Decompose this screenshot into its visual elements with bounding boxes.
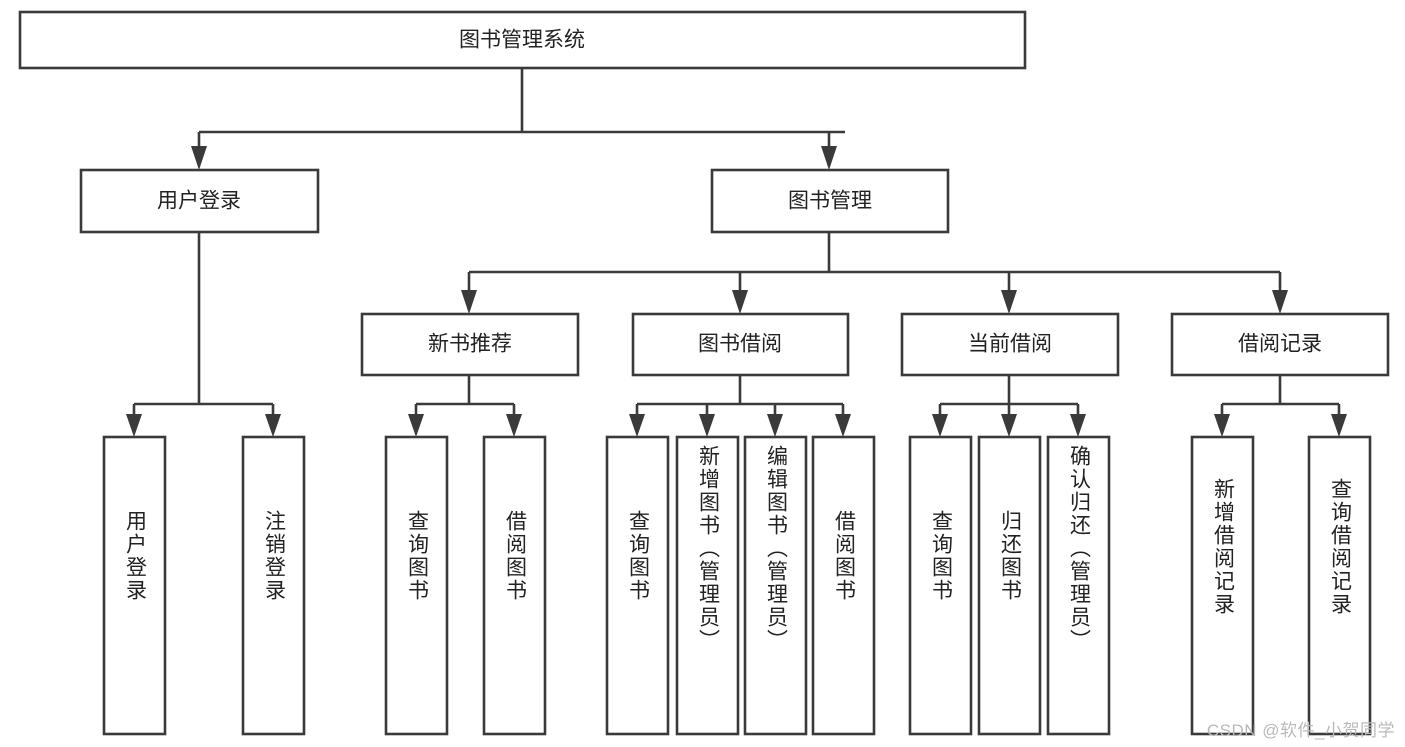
connector-currentborrow-to-leaves	[932, 375, 1086, 437]
connector-borrowrecord-to-leaves	[1214, 375, 1347, 437]
node-book-borrow-label: 图书借阅	[698, 333, 782, 356]
node-leaf-borrow-book-2[interactable]	[811, 435, 876, 736]
node-user-login[interactable]: 用户登录	[79, 168, 320, 234]
node-leaf-query-record[interactable]	[1307, 435, 1372, 736]
node-root-label: 图书管理系统	[459, 29, 585, 52]
node-leaf-add-book[interactable]	[675, 435, 740, 736]
connector-newbook-to-leaves	[408, 375, 522, 437]
csdn-watermark: CSDN @软件_小贺同学	[1206, 721, 1395, 740]
node-leaf-edit-book[interactable]	[743, 435, 808, 736]
node-leaf-query-book-2[interactable]	[605, 435, 670, 736]
connector-userlogin-to-leaves	[126, 232, 281, 437]
node-user-login-label: 用户登录	[157, 190, 241, 213]
node-leaf-add-record[interactable]	[1190, 435, 1255, 736]
node-book-management[interactable]: 图书管理	[710, 168, 950, 234]
node-leaf-query-book-1[interactable]	[384, 435, 449, 736]
node-root[interactable]: 图书管理系统	[18, 10, 1027, 70]
connector-bookborrow-to-leaves	[629, 375, 851, 437]
node-book-management-label: 图书管理	[788, 190, 872, 213]
node-current-borrow[interactable]: 当前借阅	[900, 312, 1120, 377]
node-book-borrow[interactable]: 图书借阅	[631, 312, 850, 377]
node-borrow-record-label: 借阅记录	[1238, 333, 1322, 356]
node-leaf-query-book-3[interactable]	[908, 435, 973, 736]
node-new-book-recommend-label: 新书推荐	[428, 333, 512, 356]
connector-bookmgmt-to-level3	[461, 232, 1288, 314]
node-current-borrow-label: 当前借阅	[968, 333, 1052, 356]
node-leaf-confirm-return[interactable]	[1046, 435, 1111, 736]
connector-root-to-level2	[191, 68, 845, 170]
node-leaf-borrow-book-1[interactable]	[482, 435, 547, 736]
node-borrow-record[interactable]: 借阅记录	[1170, 312, 1390, 377]
node-leaf-user-logout[interactable]	[241, 435, 306, 736]
node-leaf-user-login[interactable]	[102, 435, 167, 736]
node-new-book-recommend[interactable]: 新书推荐	[360, 312, 580, 377]
node-leaf-return-book[interactable]	[977, 435, 1042, 736]
